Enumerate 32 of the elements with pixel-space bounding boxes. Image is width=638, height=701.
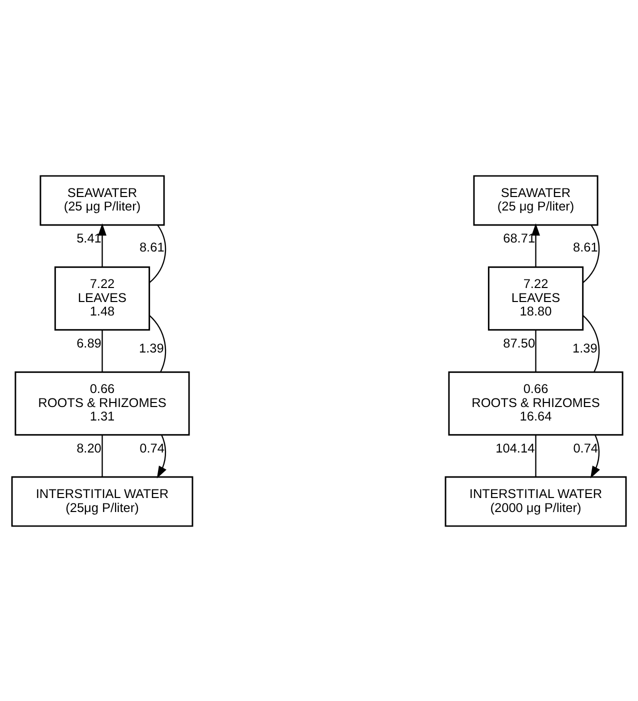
node-box: 0.66 ROOTS & RHIZOMES 1.31: [14, 370, 190, 436]
connector: [582, 224, 600, 283]
edge-label: 0.74: [140, 440, 165, 456]
edge-label: 8.20: [76, 440, 102, 456]
edge-label: 104.14: [496, 440, 535, 456]
connector: [535, 330, 536, 372]
edge-label: 6.89: [76, 334, 102, 350]
connector: [535, 434, 536, 476]
arrow: [532, 222, 540, 266]
node-box: INTERSTITIAL WATER (2000 μg P/liter): [444, 476, 627, 526]
arrow: [98, 222, 106, 266]
edge-label: 68.71: [503, 230, 536, 245]
node-box: 0.66 ROOTS & RHIZOMES 16.64: [448, 370, 624, 436]
arrow: [590, 434, 600, 478]
connector: [582, 314, 600, 372]
node-box: 7.22 LEAVES 1.48: [54, 266, 150, 330]
connector: [102, 330, 103, 372]
node-box: SEAWATER (25 μg P/liter): [40, 174, 165, 226]
edge-label: 1.39: [572, 340, 598, 355]
connector: [149, 314, 166, 372]
node-box: INTERSTITIAL WATER (25μg P/liter): [11, 476, 194, 526]
connector: [149, 224, 166, 283]
edge-label: 87.50: [503, 334, 536, 350]
edge-label: 1.39: [139, 340, 164, 355]
edge-label: 8.61: [139, 238, 164, 254]
edge-label: 0.74: [573, 440, 598, 456]
edge-label: 5.41: [76, 230, 102, 245]
node-box: 7.22 LEAVES 18.80: [488, 266, 584, 330]
node-box: SEAWATER (25 μg P/liter): [473, 174, 598, 226]
connector: [102, 434, 103, 476]
arrow: [156, 434, 166, 478]
edge-label: 8.61: [573, 238, 598, 254]
